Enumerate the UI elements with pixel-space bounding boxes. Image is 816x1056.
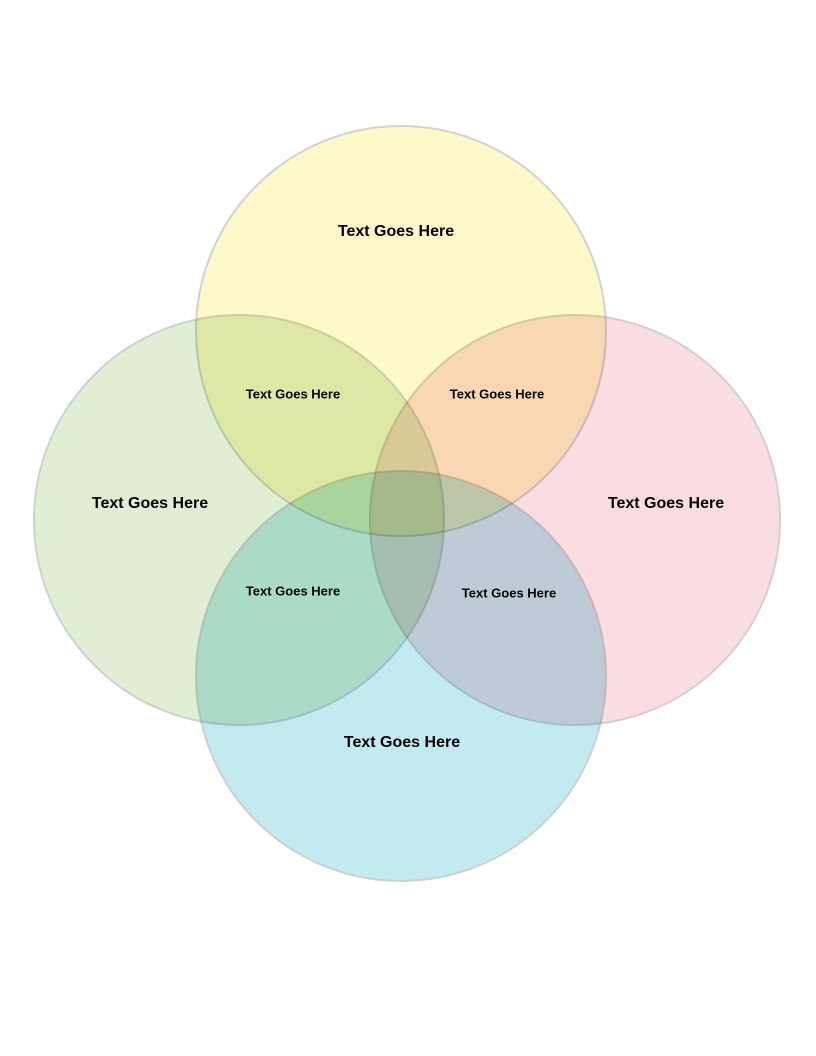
circle-left-label: Text Goes Here	[91, 495, 209, 512]
overlap-top-left-label: Text Goes Here	[245, 386, 341, 402]
overlap-top-right-label: Text Goes Here	[449, 386, 545, 402]
circle-bottom	[195, 470, 607, 882]
overlap-bottom-right-label: Text Goes Here	[461, 585, 557, 601]
overlap-bottom-left-label: Text Goes Here	[245, 583, 341, 599]
circle-bottom-label: Text Goes Here	[343, 734, 461, 751]
circle-right-label: Text Goes Here	[607, 495, 725, 512]
circle-top-label: Text Goes Here	[337, 223, 455, 240]
